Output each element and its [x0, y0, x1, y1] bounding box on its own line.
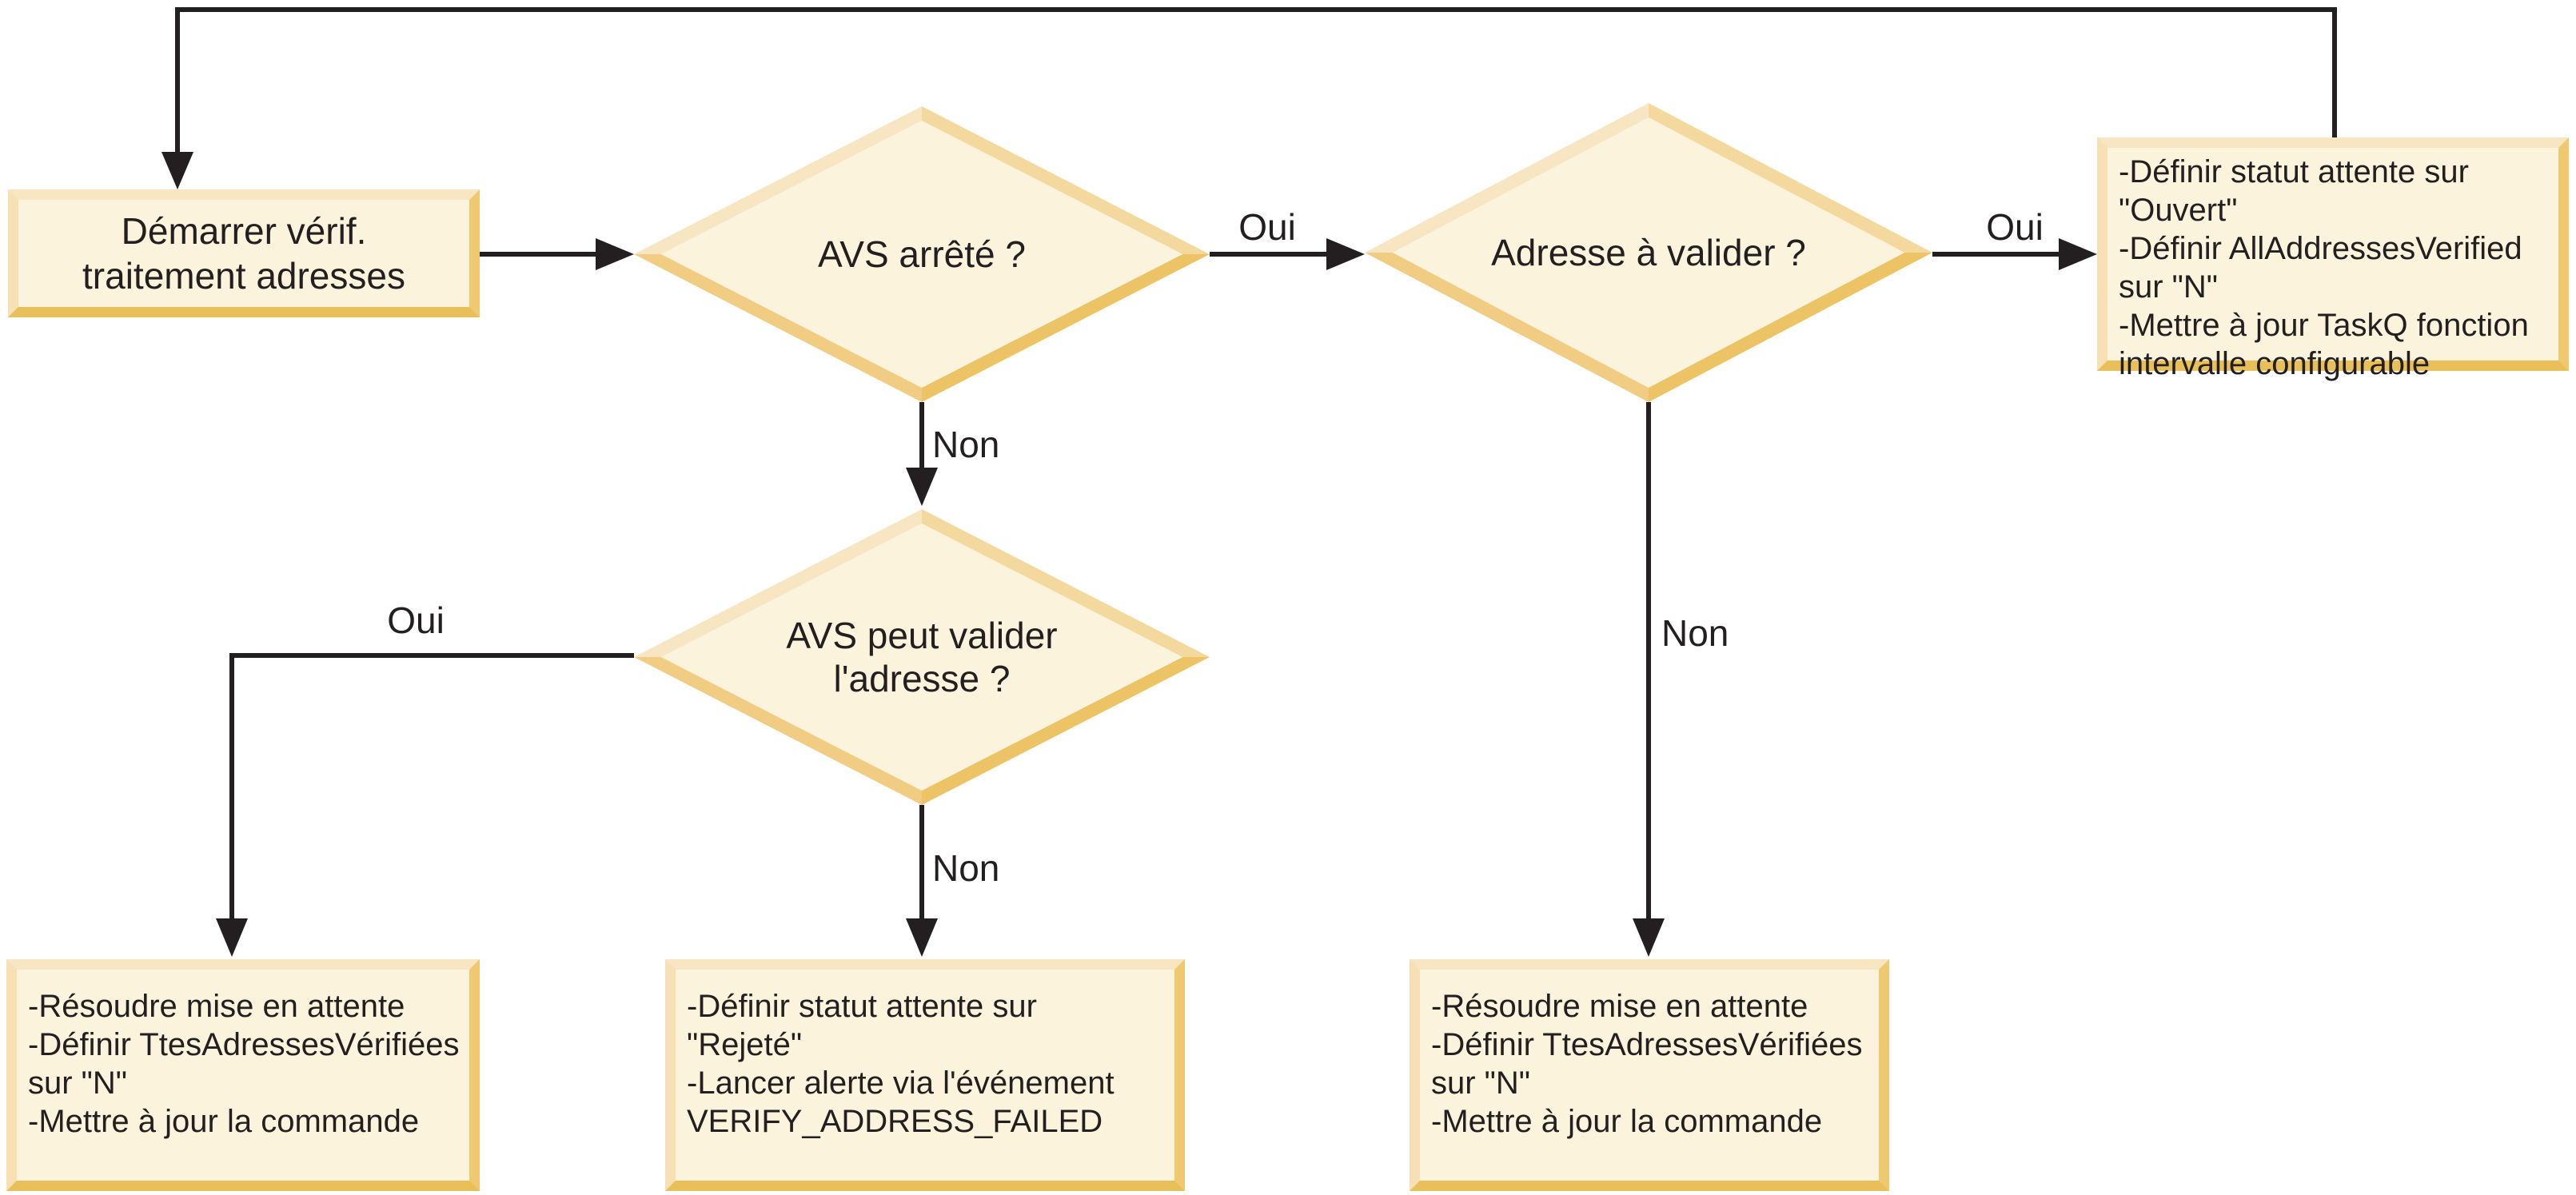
start-node-label-line: Démarrer vérif.: [121, 210, 367, 252]
action-line: "Rejeté": [687, 1027, 803, 1062]
edge-label-non-address-to-validate: Non: [1661, 612, 1729, 654]
start-node: Démarrer vérif. traitement adresses: [8, 189, 480, 317]
action-set-status-open: -Définir statut attente sur "Ouvert" -Dé…: [2097, 137, 2569, 381]
action-line: -Mettre à jour la commande: [28, 1104, 420, 1139]
action-line: VERIFY_ADDRESS_FAILED: [687, 1104, 1103, 1139]
edge-oui-avs-stopped: [1210, 238, 1365, 270]
decision-avs-can-validate-line: l'adresse ?: [833, 658, 1011, 699]
action-line: sur "N": [28, 1066, 127, 1101]
decision-avs-can-validate-label: AVS peut valider l'adresse ?: [634, 509, 1210, 805]
action-line: "Ouvert": [2119, 193, 2238, 228]
action-line: -Mettre à jour la commande: [1431, 1104, 1823, 1139]
edge-start-to-avs-stopped: [480, 238, 634, 270]
action-line: -Mettre à jour TaskQ fonction: [2119, 308, 2529, 343]
edge-oui-address-to-validate: [1932, 238, 2097, 270]
decision-avs-stopped-label: AVS arrêté ?: [818, 233, 1026, 275]
action-line: -Résoudre mise en attente: [28, 989, 405, 1024]
action-resolve-hold-left: -Résoudre mise en attente -Définir TtesA…: [6, 959, 480, 1191]
edge-label-oui-avs-can-validate: Oui: [387, 599, 445, 641]
action-line: -Définir TtesAdressesVérifiées: [28, 1027, 460, 1062]
edge-label-oui-address-to-validate: Oui: [1986, 206, 2044, 248]
action-set-status-rejected: -Définir statut attente sur "Rejeté" -La…: [665, 959, 1185, 1191]
action-line: -Définir statut attente sur: [2119, 154, 2469, 189]
decision-avs-can-validate-line: AVS peut valider: [786, 615, 1058, 656]
action-resolve-hold-right: -Résoudre mise en attente -Définir TtesA…: [1410, 959, 1889, 1191]
decision-avs-can-validate-shape: [634, 509, 1210, 805]
action-line: intervalle configurable: [2119, 346, 2430, 381]
edge-label-non-avs-can-validate: Non: [932, 847, 1000, 889]
edge-label-non-avs-stopped: Non: [932, 424, 1000, 465]
action-line: sur "N": [2119, 269, 2218, 305]
loop-back-connector: [161, 7, 2337, 189]
decision-address-to-validate-label: Adresse à valider ?: [1491, 232, 1806, 273]
action-line: -Définir TtesAdressesVérifiées: [1431, 1027, 1863, 1062]
decision-address-to-validate-shape: [1365, 103, 1932, 402]
action-line: -Définir AllAddressesVerified: [2119, 231, 2522, 266]
action-line: -Définir statut attente sur: [687, 989, 1037, 1024]
edge-non-avs-stopped: [906, 402, 938, 506]
edge-oui-avs-can-validate: [216, 653, 634, 957]
edge-non-avs-can-validate: [906, 805, 938, 957]
action-line: sur "N": [1431, 1066, 1530, 1101]
start-node-label-line: traitement adresses: [82, 255, 405, 297]
action-line: -Lancer alerte via l'événement: [687, 1066, 1115, 1101]
action-line: -Résoudre mise en attente: [1431, 989, 1808, 1024]
decision-avs-stopped-shape: [634, 106, 1210, 402]
edge-non-address-to-validate: [1633, 402, 1665, 957]
edge-label-oui-avs-stopped: Oui: [1238, 206, 1296, 248]
